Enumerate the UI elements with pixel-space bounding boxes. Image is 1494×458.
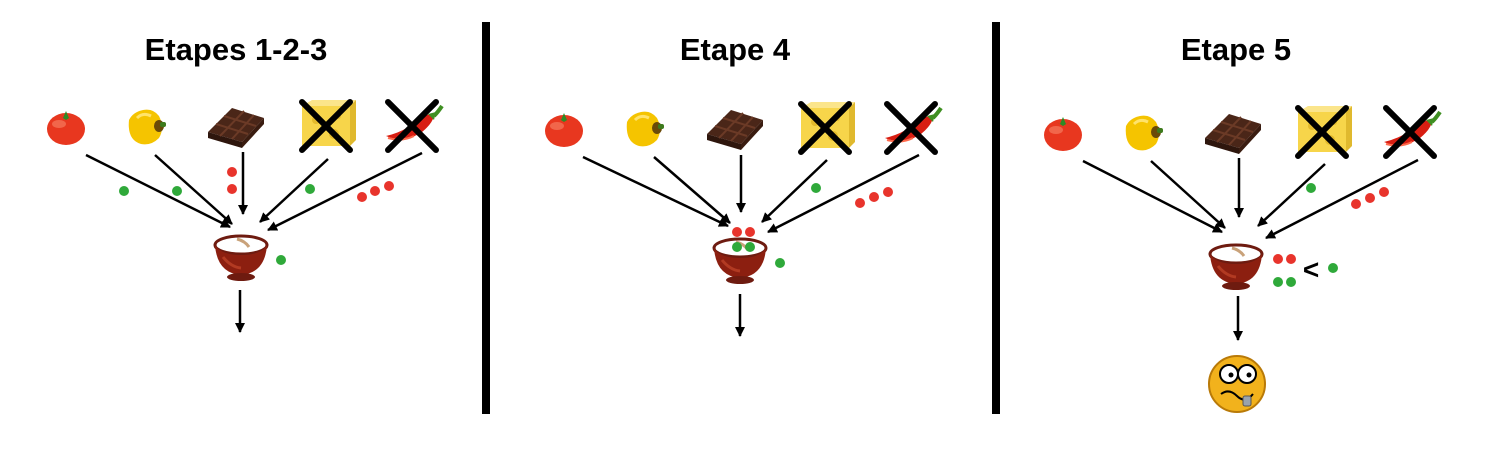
green-dot	[732, 242, 742, 252]
green-dot	[305, 184, 315, 194]
cross-out-icon	[1386, 108, 1434, 156]
tomato-icon	[1044, 117, 1082, 151]
red-dot	[869, 192, 879, 202]
green-dot	[1286, 277, 1296, 287]
red-dot	[745, 227, 755, 237]
red-dot	[384, 181, 394, 191]
red-dot	[357, 192, 367, 202]
panel-title-etape-4: Etape 4	[680, 32, 791, 67]
red-dot	[1286, 254, 1296, 264]
green-dot	[775, 258, 785, 268]
green-dot	[811, 183, 821, 193]
red-dot	[370, 186, 380, 196]
red-dot	[1273, 254, 1283, 264]
red-dot	[732, 227, 742, 237]
green-dot	[745, 242, 755, 252]
green-dot	[1328, 263, 1338, 273]
panel-title-etape-5: Etape 5	[1181, 32, 1291, 67]
green-dot	[119, 186, 129, 196]
red-dot	[883, 187, 893, 197]
green-dot	[1306, 183, 1316, 193]
green-dot	[276, 255, 286, 265]
red-dot	[227, 167, 237, 177]
panel-etape-4	[545, 102, 943, 337]
cross-out-icon	[887, 104, 935, 152]
tomato-icon	[545, 113, 583, 147]
bowl-icon	[213, 234, 269, 283]
panel-etapes-1-2-3	[47, 100, 444, 333]
arrow	[767, 153, 920, 234]
arrow	[1265, 158, 1419, 240]
divider-line-2	[992, 22, 1000, 414]
red-dot	[855, 198, 865, 208]
red-dot	[1365, 193, 1375, 203]
panel-title-etapes-1-2-3: Etapes 1-2-3	[145, 32, 328, 67]
arrow	[267, 151, 423, 232]
arrow	[582, 155, 729, 228]
arrow	[1082, 159, 1223, 234]
green-dot	[172, 186, 182, 196]
worried-face-icon	[1208, 355, 1266, 413]
green-dot	[1273, 277, 1283, 287]
chocolate-icon	[1204, 113, 1262, 155]
tomato-icon	[47, 111, 85, 145]
divider-line-1	[482, 22, 490, 414]
red-dot	[1351, 199, 1361, 209]
comparison-symbol: <	[1303, 254, 1319, 285]
arrow	[761, 159, 828, 223]
arrow	[259, 158, 329, 223]
red-dot	[1379, 187, 1389, 197]
arrow	[85, 153, 231, 229]
red-dot	[227, 184, 237, 194]
arrow	[154, 154, 233, 225]
panel-etape-5: <	[1044, 106, 1442, 413]
chocolate-icon	[207, 107, 265, 149]
arrow	[653, 156, 731, 224]
chocolate-icon	[706, 109, 764, 151]
arrow	[1257, 163, 1326, 227]
yellow-pepper-icon	[1124, 114, 1165, 152]
arrow	[1150, 160, 1226, 229]
bowl-icon	[1208, 243, 1264, 292]
cross-out-icon	[388, 102, 436, 150]
yellow-pepper-icon	[625, 110, 666, 148]
yellow-pepper-icon	[127, 108, 168, 146]
